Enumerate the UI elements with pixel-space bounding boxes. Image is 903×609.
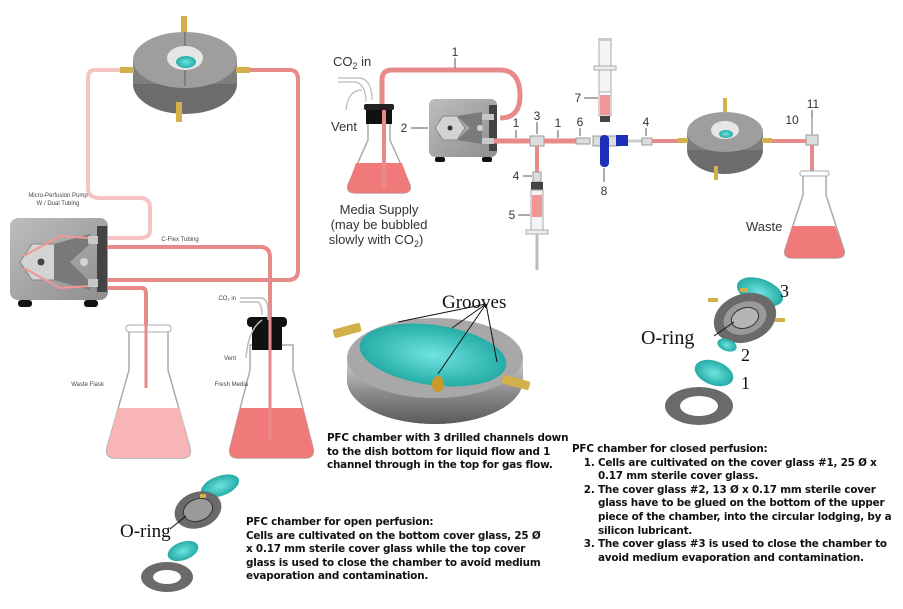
callout-4-a: 4 (513, 169, 520, 183)
open-chamber-caption: PFC chamber for open perfusion: Cells ar… (246, 516, 546, 584)
left-peristaltic-pump: Micro-Perfusion Pump W / Dual Tubing C-F… (10, 193, 199, 307)
right-perfusion-chamber (678, 98, 819, 200)
co2-in-label: CO2 in (333, 54, 371, 71)
grooves-chamber: Grooves (332, 292, 531, 424)
waste-flask-label: Waste Flask (71, 382, 105, 388)
closed-caption-item: Cells are cultivated on the cover glass … (598, 457, 892, 484)
pump-label-line2: W / Dual Tubing (37, 201, 80, 207)
grooves-caption-text: PFC chamber with 3 drilled channels down… (327, 432, 569, 472)
callout-11: 11 (807, 97, 820, 111)
media-supply-label-1: Media Supply (340, 202, 419, 217)
media-supply-label-3: slowly with CO2) (329, 232, 424, 249)
top-perfusion-chamber (120, 16, 250, 122)
co2-label-left: CO₂ in (218, 296, 236, 302)
pump-label-line1: Micro-Perfusion Pump (28, 193, 88, 199)
callouts (411, 58, 813, 216)
right-peristaltic-pump (429, 99, 497, 162)
callout-5: 5 (509, 208, 516, 222)
closed-oring-label: O-ring (641, 327, 694, 349)
part-label-3: 3 (780, 281, 789, 301)
closed-chamber-caption: PFC chamber for closed perfusion: Cells … (572, 443, 892, 565)
tubing-valves-syringes (494, 38, 680, 270)
callout-6: 6 (577, 115, 584, 129)
callout-1-a: 1 (513, 116, 520, 130)
vent-label: Vent (331, 119, 357, 134)
tubing-label: C-Flex Tubing (161, 237, 198, 243)
closed-caption-list: Cells are cultivated on the cover glass … (572, 457, 892, 566)
callout-4-b: 4 (643, 115, 650, 129)
fresh-media-flask-left: CO₂ in Vent Fresh Media (215, 296, 315, 459)
waste-flask-left: Waste Flask (71, 300, 192, 459)
open-caption-title: PFC chamber for open perfusion: (246, 516, 434, 528)
callout-10: 10 (785, 113, 799, 127)
closed-caption-item: The cover glass #3 is used to close the … (598, 538, 892, 565)
waste-label: Waste (746, 219, 782, 234)
left-perfusion-setup: Micro-Perfusion Pump W / Dual Tubing C-F… (10, 16, 315, 459)
vent-label-left: Vent (224, 356, 236, 362)
callout-2: 2 (401, 121, 408, 135)
media-supply-label-2: (may be bubbled (331, 217, 428, 232)
fresh-media-label: Fresh Media (215, 382, 249, 388)
closed-caption-item: The cover glass #2, 13 Ø x 0.17 mm steri… (598, 484, 892, 538)
waste-flask-right: Waste (746, 170, 846, 259)
right-perfusion-setup: CO2 in Vent Media Supply (may be bubbled… (329, 38, 846, 270)
grooves-label: Grooves (442, 292, 506, 313)
open-oring-label: O-ring (120, 521, 171, 542)
grooves-chamber-caption: PFC chamber with 3 drilled channels down… (327, 432, 582, 473)
part-label-2: 2 (741, 345, 750, 365)
closed-caption-title: PFC chamber for closed perfusion: (572, 443, 768, 455)
callout-7: 7 (575, 91, 582, 105)
callout-3: 3 (534, 109, 541, 123)
open-caption-body: Cells are cultivated on the bottom cover… (246, 529, 541, 583)
open-chamber-exploded: O-ring (120, 474, 240, 592)
media-supply-flask: CO2 in Vent Media Supply (may be bubbled… (329, 54, 428, 249)
callout-numbers: 1 2 1 3 1 6 4 5 7 8 4 10 11 (401, 45, 820, 222)
callout-1-b: 1 (555, 116, 562, 130)
callout-1-top: 1 (452, 45, 459, 59)
closed-chamber-exploded: O-ring 3 2 1 (641, 277, 789, 425)
callout-8: 8 (601, 184, 608, 198)
left-tubing (86, 68, 300, 442)
part-label-1: 1 (741, 373, 750, 393)
